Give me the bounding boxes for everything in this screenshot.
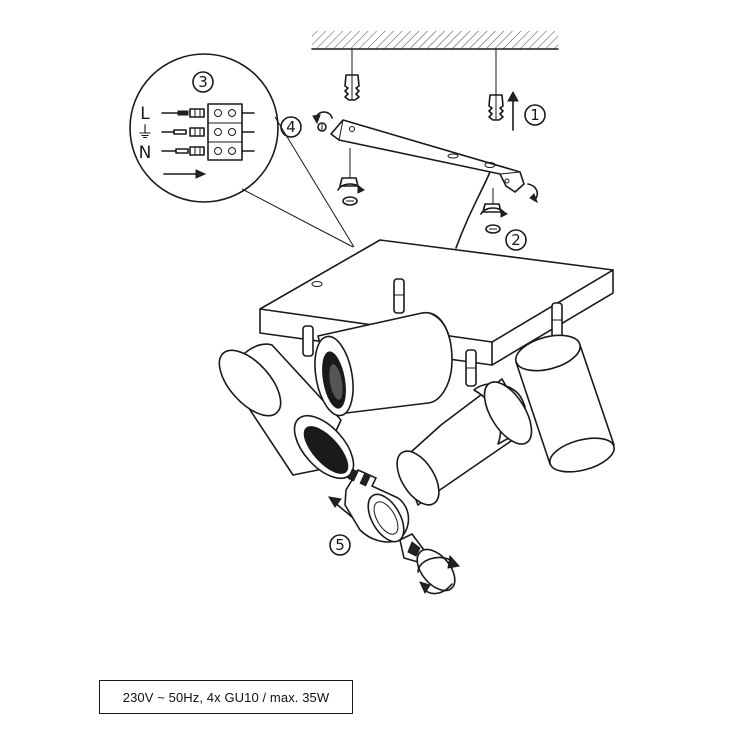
wall-plug-right	[488, 94, 504, 121]
wire-label-earth: ⏚	[137, 123, 154, 143]
ceiling	[311, 31, 559, 50]
wire-label-neutral: N	[139, 143, 152, 163]
spotlight-front	[396, 378, 533, 506]
spotlight-left	[218, 343, 355, 480]
spot-arm-left	[302, 325, 314, 357]
svg-text:4: 4	[286, 118, 296, 136]
step-2-marker: 2	[505, 229, 527, 251]
rotate-arrow-right-icon	[527, 183, 539, 204]
spot-arm-right	[551, 302, 563, 338]
spot-arm-back	[393, 278, 405, 314]
wire-live	[161, 108, 205, 118]
spotlight-center	[314, 312, 453, 417]
wall-plug-left	[344, 74, 360, 101]
bulb-insert-arrow-icon	[328, 496, 353, 518]
screw-small	[317, 122, 327, 132]
rotate-arrow-icon	[312, 111, 333, 125]
wire-label-live: L	[140, 104, 150, 124]
bracket-screw-right	[480, 188, 508, 234]
svg-text:2: 2	[511, 231, 521, 249]
arrow-right-icon	[163, 169, 207, 179]
rotate-lock-arrow-icon	[417, 554, 460, 595]
step-4-marker: 4	[280, 116, 302, 138]
step-3-marker: 3	[192, 71, 214, 93]
svg-text:3: 3	[198, 73, 208, 91]
step-1-marker: 1	[524, 104, 546, 126]
gu10-bulb	[344, 468, 410, 543]
wire-earth	[161, 127, 205, 137]
spotlight-right	[515, 334, 615, 473]
spot-arm-front	[465, 349, 477, 387]
mounting-bracket	[330, 119, 525, 193]
electrical-spec-label: 230V ~ 50Hz, 4x GU10 / max. 35W	[99, 680, 353, 714]
svg-text:1: 1	[530, 106, 540, 124]
step-5-marker: 5	[329, 534, 351, 556]
bracket-screw-left	[337, 148, 365, 206]
wiring-detail-callout: 3 L ⏚ N	[129, 53, 355, 248]
wire-neutral	[161, 146, 205, 156]
terminal-block	[207, 103, 243, 161]
arrow-up-icon	[507, 90, 519, 131]
svg-text:5: 5	[335, 536, 345, 554]
power-cable	[455, 171, 491, 249]
